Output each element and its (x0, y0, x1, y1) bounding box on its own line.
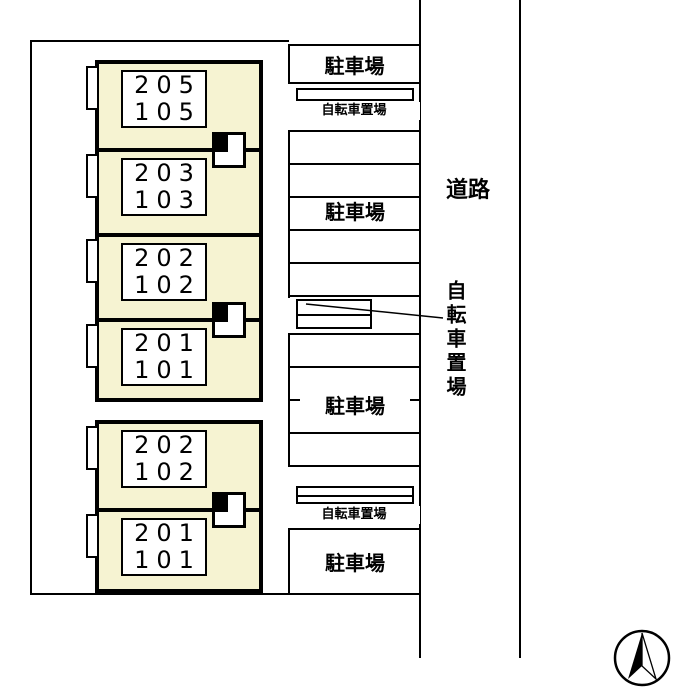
unit-number-upper: 202 (134, 244, 201, 272)
unit-number-upper: 203 (134, 159, 201, 187)
parking-label: 駐車場 (300, 392, 410, 420)
bicycle-parking-label-top: 自転車置場 (288, 102, 420, 120)
road-line-inner (419, 0, 421, 658)
road-label: 道路 (445, 178, 490, 203)
boundary-line-top (30, 40, 289, 42)
unit-number-box: 201 101 (121, 518, 207, 576)
bicycle-rack-bottom (296, 486, 414, 504)
unit-number-box: 202 102 (121, 243, 207, 301)
stair-step (215, 495, 228, 512)
unit-number-upper: 205 (134, 71, 201, 99)
boundary-line-left (30, 40, 32, 595)
north-arrow-icon (613, 629, 671, 687)
stairwell (212, 132, 246, 168)
stairwell (212, 302, 246, 338)
rack-divider (298, 314, 370, 316)
bicycle-rack-top (296, 88, 414, 101)
unit-number-box: 203 103 (121, 158, 207, 216)
unit-number-box: 201 101 (121, 328, 207, 386)
bicycle-parking-label-bottom: 自転車置場 (288, 506, 420, 524)
stair-step (215, 305, 228, 322)
unit-block-202-102-bottom: 202 102 (95, 420, 263, 512)
entrance-porch (86, 514, 99, 558)
bicycle-rack-middle (296, 299, 372, 329)
boundary-line-bottom (30, 593, 420, 595)
unit-block-205-105: 205 105 (95, 60, 263, 152)
unit-number-box: 202 102 (121, 430, 207, 488)
unit-number-lower: 102 (134, 458, 201, 486)
entrance-porch (86, 66, 99, 110)
unit-number-upper: 201 (134, 519, 201, 547)
unit-number-lower: 105 (134, 98, 201, 126)
unit-number-upper: 202 (134, 431, 201, 459)
unit-block-203-103: 203 103 (95, 148, 263, 237)
parking-divider-line (288, 528, 420, 530)
parking-label: 駐車場 (324, 53, 385, 78)
parking-border-line (288, 528, 290, 595)
unit-block-201-101-bottom: 201 101 (95, 508, 263, 593)
unit-block-201-101-top: 201 101 (95, 318, 263, 402)
parking-area-top: 駐車場 (288, 44, 419, 84)
entrance-porch (86, 239, 99, 283)
unit-number-lower: 102 (134, 271, 201, 299)
parking-label: 駐車場 (300, 549, 410, 577)
unit-number-lower: 103 (134, 186, 201, 214)
entrance-porch (86, 426, 99, 470)
rack-divider (298, 495, 412, 497)
stair-step (215, 135, 228, 152)
unit-number-box: 205 105 (121, 70, 207, 128)
bicycle-parking-label-vertical: 自転車置場 (443, 280, 467, 400)
stairwell (212, 492, 246, 528)
unit-number-lower: 101 (134, 546, 201, 574)
entrance-porch (86, 324, 99, 368)
entrance-porch (86, 154, 99, 198)
unit-number-upper: 201 (134, 329, 201, 357)
parking-label: 駐車場 (300, 198, 410, 226)
road-line-outer (519, 0, 521, 658)
unit-number-lower: 101 (134, 356, 201, 384)
